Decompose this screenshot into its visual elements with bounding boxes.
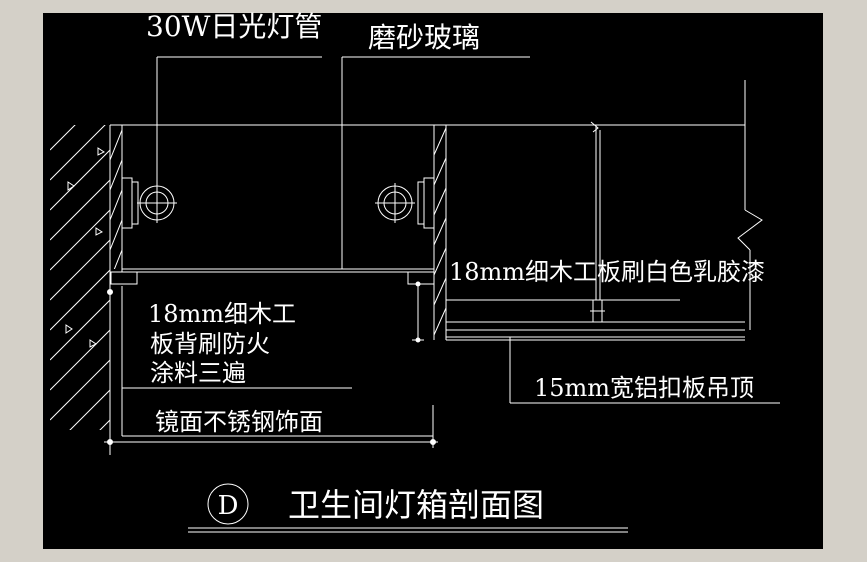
label-glass: 磨砂玻璃 — [368, 21, 480, 54]
label-board-back-1: 18mm细木工 — [148, 300, 296, 328]
right-board — [433, 125, 447, 340]
label-board-back-3: 涂料三遍 — [150, 359, 246, 387]
label-mirror-steel: 镜面不锈钢饰面 — [155, 408, 323, 436]
frosted-glass — [110, 268, 435, 285]
break-line — [737, 80, 763, 330]
wall-aggregate — [65, 147, 105, 348]
lamp-holder-right — [375, 177, 435, 229]
title-marker-circle — [207, 483, 249, 525]
drawing-title: 卫生间灯箱剖面图 — [288, 486, 544, 524]
label-board-back-2: 板背刷防火 — [150, 330, 270, 358]
wall-hatch — [50, 125, 110, 430]
dim-tick — [415, 281, 421, 287]
dim-tick — [107, 289, 113, 295]
dim-tick — [430, 439, 436, 445]
dim-tick — [107, 439, 113, 445]
label-ceiling: 15mm宽铝扣板吊顶 — [534, 374, 754, 402]
leader-glass — [341, 56, 530, 269]
model-space — [43, 13, 823, 549]
leader-ceiling — [509, 337, 780, 404]
dimension-left — [104, 286, 438, 455]
label-board-white: 18mm细木工板刷白色乳胶漆 — [449, 258, 765, 286]
dim-tick — [415, 337, 421, 343]
title-marker-letter: D — [218, 491, 239, 521]
label-lamp: 30W日光灯管 — [146, 10, 322, 43]
leader-lamp — [156, 56, 322, 187]
hanger-rod — [590, 121, 605, 323]
left-board — [110, 125, 123, 272]
